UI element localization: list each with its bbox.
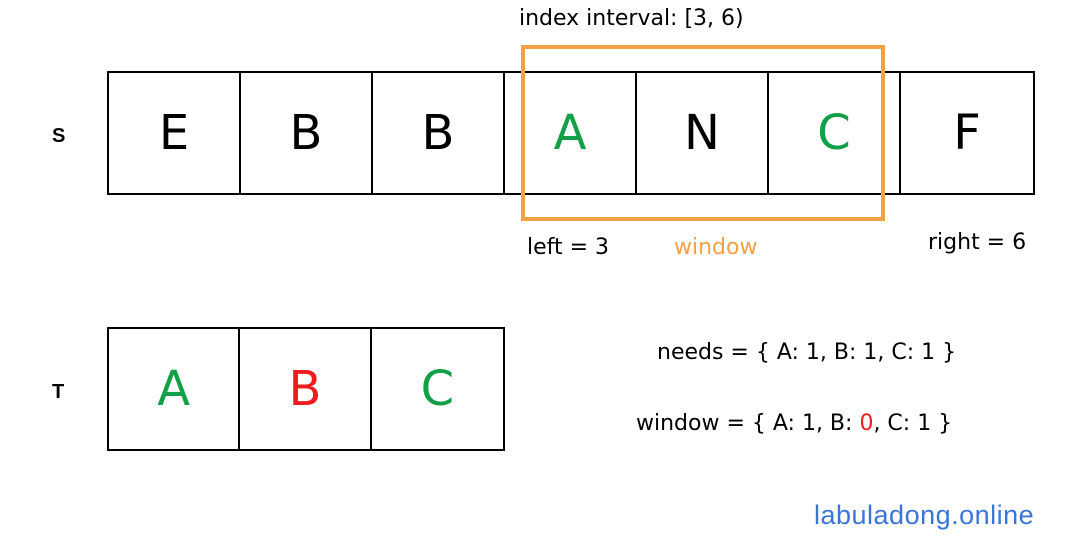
needs-map: needs = { A: 1, B: 1, C: 1 } (657, 340, 957, 365)
window-map: window = { A: 1, B: 0, C: 1 } (636, 411, 952, 436)
s-cell-6: F (953, 105, 981, 161)
s-cell-3: A (505, 73, 637, 193)
left-pointer-label: left = 3 (527, 235, 610, 260)
index-interval-label: index interval: [3, 6) (519, 6, 744, 31)
s-cell-0: E (109, 73, 241, 193)
window-highlight-box (521, 45, 885, 221)
t-cell-2: C (420, 361, 455, 417)
s-cell-5: C (769, 73, 901, 193)
t-array: A B C (107, 327, 505, 451)
s-cell-2: B (373, 73, 505, 193)
t-row-label: T (52, 381, 65, 403)
window-map-prefix: window = { A: 1, B: (636, 411, 860, 436)
window-label: window (674, 235, 758, 260)
brand-watermark: labuladong.online (814, 500, 1035, 530)
window-map-zero: 0 (859, 411, 874, 436)
s-cell-1: B (241, 73, 373, 193)
right-pointer-label: right = 6 (928, 230, 1027, 255)
s-row-label: S (52, 125, 66, 147)
s-cell-4: N (637, 73, 769, 193)
t-cell-1: B (240, 329, 372, 449)
t-cell-0: A (109, 329, 241, 449)
window-map-suffix: , C: 1 } (873, 411, 953, 436)
s-array: E B B A N C F (107, 71, 1035, 195)
